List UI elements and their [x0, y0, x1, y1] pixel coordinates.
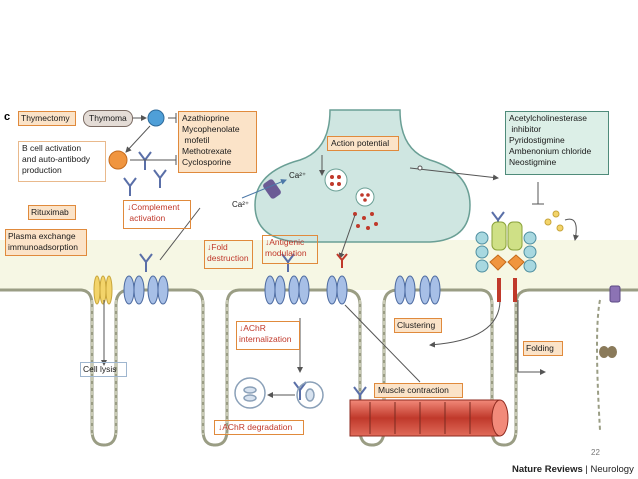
- vesicle: [324, 168, 348, 192]
- complement-line-1: ↓Complement: [127, 202, 180, 212]
- ache-line-1: Acetylcholinesterase: [509, 113, 587, 123]
- degradation-label: ↓AChR degradation: [218, 422, 293, 432]
- cell-lysis-box: [80, 362, 127, 377]
- drug-5: Cyclosporine: [182, 157, 232, 167]
- fold-line-1: ↓Fold: [207, 242, 228, 252]
- plasma-box: [5, 229, 87, 256]
- ca-label-inner: Ca²⁺: [289, 171, 307, 180]
- folding-label: Folding: [526, 343, 554, 353]
- muscle-fibre: [349, 399, 509, 437]
- drug-2: Mycophenolate: [182, 124, 240, 134]
- internalization-box: [236, 321, 300, 350]
- fold-box: [204, 240, 253, 269]
- complement-box: [123, 200, 191, 229]
- complement-line-2: activation: [127, 213, 166, 223]
- plasma-line-2: immunoadsorption: [8, 242, 78, 252]
- internalized-vesicles: [234, 377, 324, 409]
- b-cell-box: [18, 141, 106, 182]
- ache-inhibitor-box: [505, 111, 609, 175]
- internalization-line-2: internalization: [239, 334, 292, 344]
- b-cell-line-2: and auto-antibody: [22, 154, 91, 164]
- sarcoplasm: [0, 290, 638, 450]
- drug-3: mofetil: [182, 135, 210, 145]
- degradation-box: [214, 420, 304, 435]
- credit-journal: Neurology: [590, 464, 634, 475]
- ca-label-outer: Ca²⁺: [232, 200, 250, 209]
- complement-complex: [93, 275, 113, 305]
- action-potential-label: Action potential: [331, 138, 390, 148]
- antigenic-line-2: modulation: [265, 248, 307, 258]
- clustering-box: [394, 318, 442, 333]
- action-potential-box: [327, 136, 399, 151]
- immunosuppressants-box: [178, 111, 257, 173]
- credit-line: Nature Reviews | Neurology: [512, 464, 634, 475]
- muscle-contraction-label: Muscle contraction: [378, 385, 449, 395]
- antigenic-box: [262, 235, 318, 264]
- right-channel: [609, 285, 621, 303]
- folding-box: [523, 341, 563, 356]
- clustering-label: Clustering: [397, 320, 436, 330]
- page-number: 22: [591, 448, 600, 457]
- ach-molecules: [353, 212, 378, 230]
- internalization-line-1: ↓AChR: [239, 323, 266, 333]
- muscle-contraction-box: [374, 383, 463, 398]
- drug-1: Azathioprine: [182, 113, 230, 123]
- panel-label: c: [4, 111, 11, 123]
- ache-line-4: Ambenonium chloride: [509, 146, 592, 156]
- drug-4: Methotrexate: [182, 146, 232, 156]
- antigenic-line-1: ↓Antigenic: [265, 237, 305, 247]
- thymectomy-box: [18, 111, 76, 126]
- calcium-channel: [263, 179, 281, 199]
- ache-line-3: Pyridostigmine: [509, 135, 565, 145]
- credit-brand: Nature Reviews: [512, 464, 583, 475]
- clustering-complex: [475, 221, 537, 302]
- thymectomy-label: Thymectomy: [21, 113, 70, 123]
- cell-lysis-label: Cell lysis: [83, 364, 117, 374]
- fold-line-2: destruction: [207, 253, 249, 263]
- b-cell: [108, 150, 128, 170]
- right-fold: [596, 299, 601, 431]
- thymoma-label: Thymoma: [89, 113, 127, 123]
- nerve-terminal: [254, 109, 471, 243]
- receptor-group: [123, 275, 441, 305]
- vesicle-fusing: [355, 187, 375, 207]
- b-cell-line-1: B cell activation: [22, 143, 82, 153]
- t-cell: [147, 109, 165, 127]
- ache-line-2: inhibitor: [509, 124, 542, 134]
- credit-separator: |: [582, 464, 591, 475]
- ache-enzyme: [544, 210, 579, 241]
- thymoma-pill: [83, 110, 133, 127]
- b-cell-line-3: production: [22, 165, 62, 175]
- rituximab-box: [28, 205, 76, 220]
- ache-line-5: Neostigmine: [509, 157, 557, 167]
- plasma-line-1: Plasma exchange: [8, 231, 76, 241]
- rituximab-label: Rituximab: [31, 207, 69, 217]
